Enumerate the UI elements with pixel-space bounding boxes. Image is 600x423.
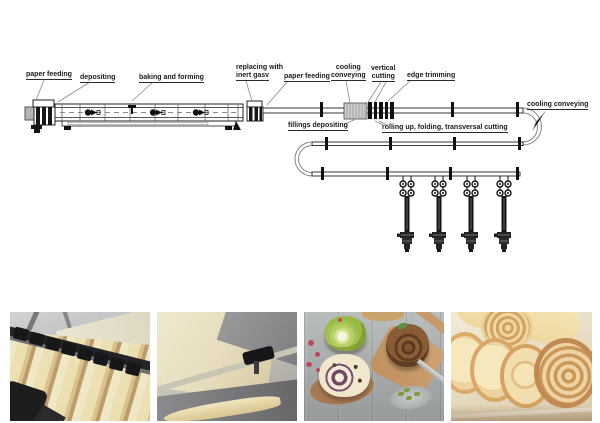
berry-shape bbox=[308, 340, 314, 346]
u-turn-right bbox=[522, 107, 542, 146]
pumpkin-seed-shape bbox=[398, 392, 404, 396]
paper-feeding-unit-left bbox=[24, 99, 56, 133]
edge-trimming-rolling-block bbox=[368, 102, 394, 119]
hanging-device bbox=[493, 175, 512, 253]
conveyor-cooling-bottom bbox=[311, 167, 521, 180]
berry-shape bbox=[316, 368, 320, 372]
pumpkin-seed-shape bbox=[404, 388, 410, 392]
pumpkin-seed-shape bbox=[406, 396, 412, 400]
label-depositing: depositing bbox=[80, 74, 116, 84]
photo-batter-depositing-rows bbox=[10, 312, 150, 421]
label-cooling-conveying-right: cooling conveying bbox=[527, 101, 589, 111]
photo-depositor-nozzle-closeup bbox=[157, 312, 297, 421]
conveyor-return bbox=[311, 137, 524, 150]
label-replacing-with-inert-gas: replacing with inert gasv bbox=[236, 64, 283, 82]
nozzle-stem-shape bbox=[254, 361, 259, 374]
leader-lines bbox=[35, 79, 546, 131]
matcha-roll-shape bbox=[325, 316, 366, 351]
shadow-shape bbox=[451, 405, 592, 421]
oven-pointer-marker bbox=[128, 105, 136, 114]
baking-oven bbox=[54, 103, 244, 130]
cake-edge-shape bbox=[362, 312, 404, 321]
label-baking-and-forming: baking and forming bbox=[139, 74, 204, 84]
photo-sliced-golden-swiss-roll bbox=[451, 312, 592, 421]
vanilla-roll-shape bbox=[319, 354, 370, 397]
pumpkin-seed-shape bbox=[414, 392, 420, 396]
oven-motor-icon bbox=[149, 109, 166, 116]
production-line-diagram bbox=[24, 79, 546, 253]
oven-motor-icon bbox=[192, 109, 209, 116]
hanging-device bbox=[460, 175, 479, 253]
label-paper-feeding-right: paper feeding bbox=[284, 73, 330, 83]
roll-slice-shape bbox=[534, 338, 592, 408]
label-fillings-depositing: fillings depositing bbox=[288, 122, 348, 132]
photo-assorted-swiss-rolls bbox=[304, 312, 444, 421]
berry-shape bbox=[315, 352, 320, 357]
cooling-cutting-block bbox=[343, 102, 368, 120]
label-paper-feeding-left: paper feeding bbox=[26, 71, 72, 81]
oven-motor-icon bbox=[84, 109, 101, 116]
label-vertical-cutting: vertical cutting bbox=[371, 65, 396, 83]
label-cooling-conveying-top: cooling conveying bbox=[331, 64, 366, 82]
inert-gas-unit bbox=[246, 100, 264, 122]
hanging-device bbox=[428, 175, 447, 253]
hanging-device bbox=[396, 175, 415, 253]
label-edge-trimming: edge trimming bbox=[407, 72, 456, 82]
u-turn-left bbox=[294, 141, 313, 177]
label-rolling-up-folding-transversal-cutting: rolling up, folding, transversal cutting bbox=[382, 124, 508, 134]
mint-leaf-shape bbox=[398, 323, 407, 329]
berry-shape bbox=[306, 362, 312, 367]
berry-topping-shape bbox=[338, 318, 342, 322]
